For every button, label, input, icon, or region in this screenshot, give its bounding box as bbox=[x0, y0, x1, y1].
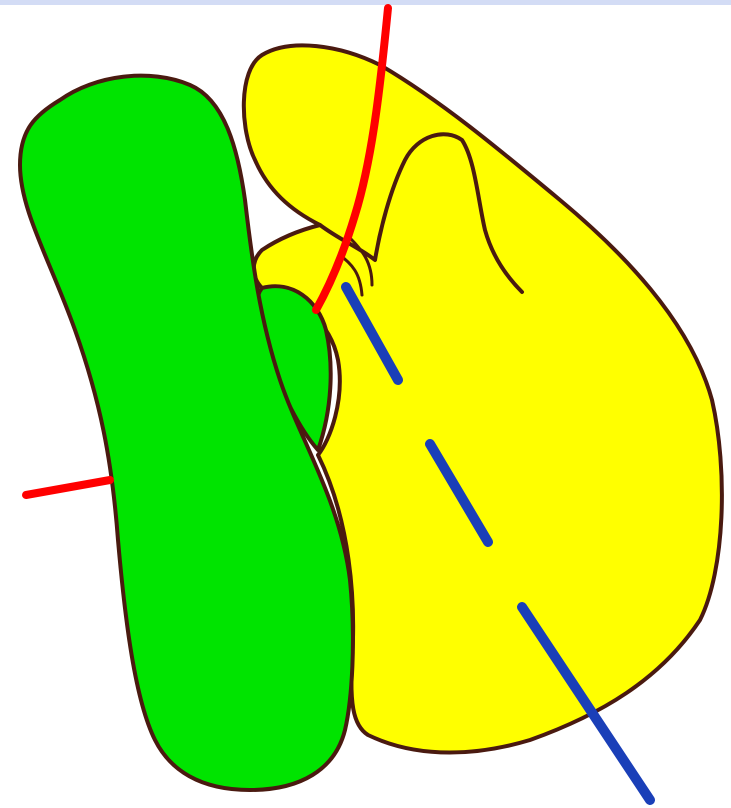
red-line-lower bbox=[26, 480, 110, 495]
